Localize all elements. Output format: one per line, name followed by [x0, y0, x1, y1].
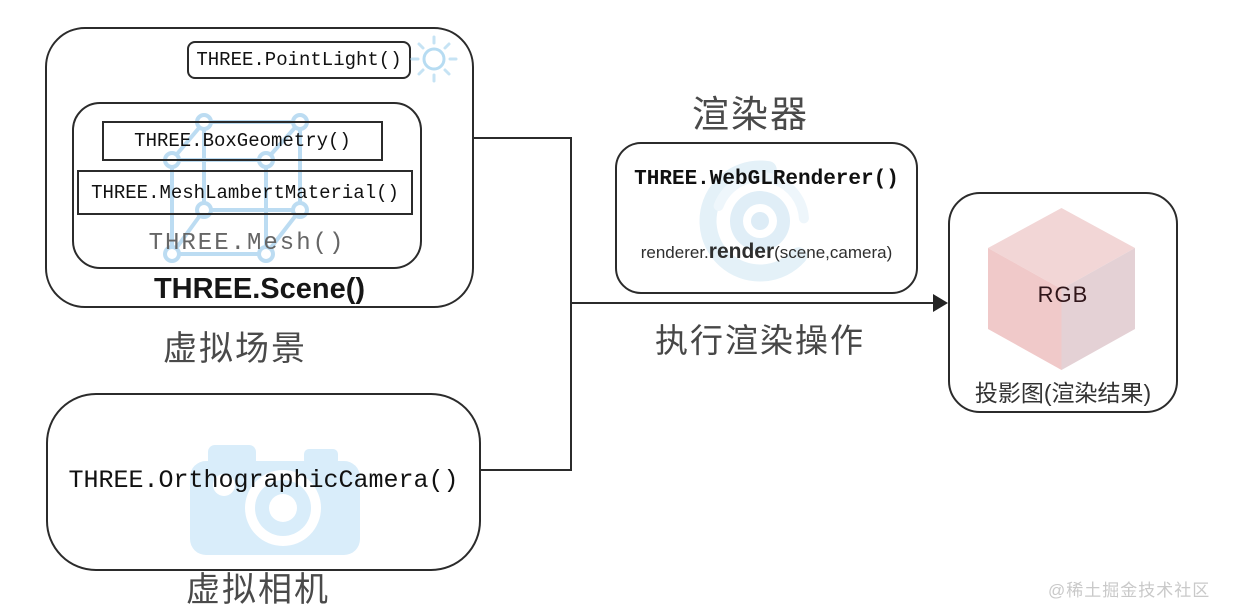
result-box: RGB 投影图(渲染结果) [948, 192, 1178, 413]
camera-box: THREE.OrthographicCamera() [46, 393, 481, 571]
mesh-box: THREE.BoxGeometry() THREE.MeshLambertMat… [72, 102, 422, 269]
render-call-method: render [708, 240, 775, 263]
arrow-label: 执行渲染操作 [655, 322, 865, 359]
connector-vertical [570, 137, 572, 471]
mesh-label: THREE.Mesh() [148, 230, 346, 257]
sun-icon [410, 35, 458, 83]
scene-label: THREE.Scene() [153, 273, 366, 305]
connector-arrow-shaft [570, 302, 936, 304]
meshlambertmaterial-label: THREE.MeshLambertMaterial() [91, 181, 399, 204]
connector-camera-horizontal [481, 469, 571, 471]
render-call: renderer.render(scene,camera) [617, 240, 916, 264]
webglrenderer-code: THREE.WebGLRenderer() [634, 168, 899, 191]
result-caption: 投影图(渲染结果) [974, 380, 1152, 406]
render-call-args: (scene,camera) [774, 243, 893, 262]
arrowhead-icon [933, 294, 948, 312]
camera-caption: 虚拟相机 [186, 571, 330, 609]
meshlambertmaterial-box: THREE.MeshLambertMaterial() [77, 170, 413, 215]
connector-scene-horizontal [474, 137, 571, 139]
render-call-prefix: renderer. [640, 243, 709, 262]
camera-icon [190, 445, 360, 555]
renderer-title: 渲染器 [692, 94, 809, 135]
boxgeometry-label: THREE.BoxGeometry() [134, 130, 351, 152]
renderer-box: THREE.WebGLRenderer() renderer.render(sc… [615, 142, 918, 294]
pointlight-box: THREE.PointLight() [187, 41, 411, 79]
community-watermark: @稀土掘金技术社区 [1048, 581, 1211, 600]
camera-code: THREE.OrthographicCamera() [68, 466, 459, 495]
pointlight-label: THREE.PointLight() [196, 49, 402, 71]
scene-box: THREE.PointLight() [45, 27, 474, 308]
scene-caption: 虚拟场景 [163, 330, 307, 368]
rgb-label: RGB [1037, 282, 1089, 307]
boxgeometry-box: THREE.BoxGeometry() [102, 121, 383, 161]
